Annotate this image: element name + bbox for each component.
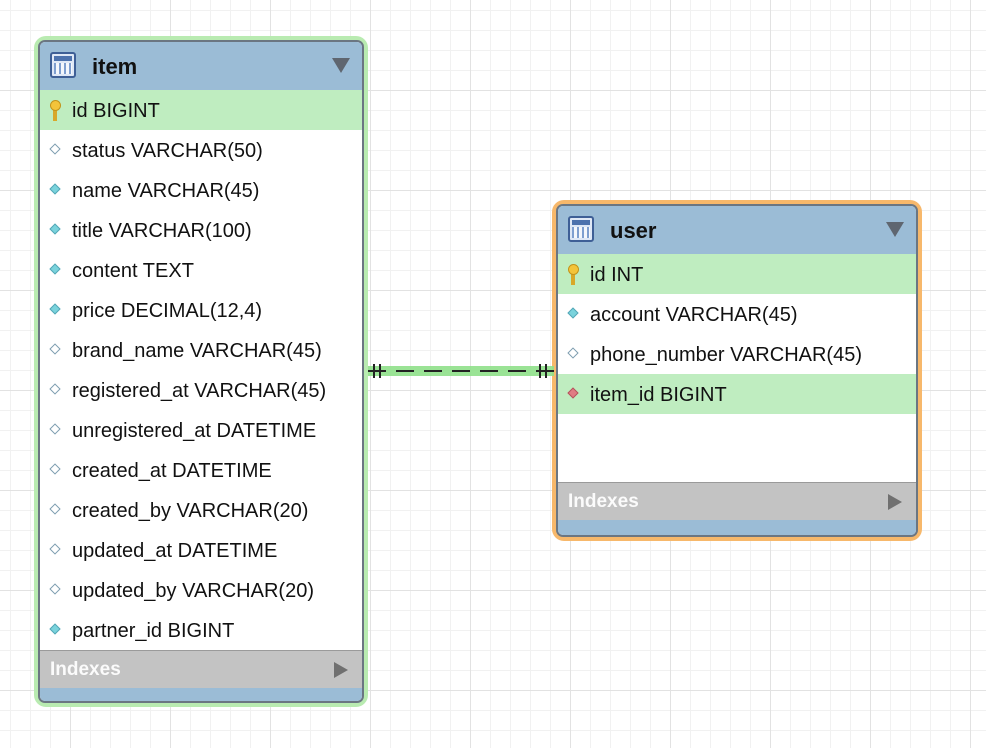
column-row[interactable]: id BIGINT	[40, 90, 362, 130]
column-label: content TEXT	[72, 260, 194, 282]
column-row[interactable]: status VARCHAR(50)	[40, 130, 362, 170]
indexes-section[interactable]: Indexes	[558, 482, 916, 522]
key-icon	[568, 264, 579, 285]
column-row[interactable]: name VARCHAR(45)	[40, 170, 362, 210]
column-list: id INT account VARCHAR(45) phone_number VA…	[558, 254, 916, 414]
table-footer	[558, 520, 916, 535]
column-row[interactable]: account VARCHAR(45)	[558, 294, 916, 334]
column-row[interactable]: updated_by VARCHAR(20)	[40, 570, 362, 610]
column-row[interactable]: content TEXT	[40, 250, 362, 290]
indexes-label: Indexes	[50, 659, 121, 680]
column-label: item_id BIGINT	[590, 384, 727, 406]
column-label: id INT	[590, 264, 644, 286]
column-label: partner_id BIGINT	[72, 620, 235, 642]
column-row[interactable]: partner_id BIGINT	[40, 610, 362, 650]
collapse-triangle-icon[interactable]	[886, 222, 904, 237]
table-header[interactable]: user	[558, 206, 916, 254]
column-label: created_at DATETIME	[72, 460, 272, 482]
column-label: created_by VARCHAR(20)	[72, 500, 309, 522]
column-row[interactable]: unregistered_at DATETIME	[40, 410, 362, 450]
expand-triangle-icon[interactable]	[888, 494, 902, 510]
column-row[interactable]: brand_name VARCHAR(45)	[40, 330, 362, 370]
indexes-section[interactable]: Indexes	[40, 650, 362, 690]
column-label: name VARCHAR(45)	[72, 180, 260, 202]
column-label: brand_name VARCHAR(45)	[72, 340, 322, 362]
key-icon	[50, 100, 61, 121]
column-label: price DECIMAL(12,4)	[72, 300, 263, 322]
table-icon	[568, 216, 594, 242]
column-label: updated_at DATETIME	[72, 540, 278, 562]
table-footer	[40, 688, 362, 701]
collapse-triangle-icon[interactable]	[332, 58, 350, 73]
column-label: updated_by VARCHAR(20)	[72, 580, 314, 602]
column-row[interactable]: phone_number VARCHAR(45)	[558, 334, 916, 374]
indexes-label: Indexes	[568, 491, 639, 512]
expand-triangle-icon[interactable]	[334, 662, 348, 678]
column-label: status VARCHAR(50)	[72, 140, 263, 162]
table-title: item	[92, 54, 138, 79]
column-row[interactable]: id INT	[558, 254, 916, 294]
column-label: phone_number VARCHAR(45)	[590, 344, 862, 366]
column-row[interactable]: updated_at DATETIME	[40, 530, 362, 570]
table-title: user	[610, 218, 657, 243]
column-row[interactable]: item_id BIGINT	[558, 374, 916, 414]
column-row[interactable]: created_by VARCHAR(20)	[40, 490, 362, 530]
column-label: id BIGINT	[72, 100, 160, 122]
table-user[interactable]: user id INT account VARCHAR(45) phone_numb…	[552, 200, 922, 541]
column-label: registered_at VARCHAR(45)	[72, 380, 327, 402]
column-row[interactable]: registered_at VARCHAR(45)	[40, 370, 362, 410]
column-row[interactable]: created_at DATETIME	[40, 450, 362, 490]
column-row[interactable]: title VARCHAR(100)	[40, 210, 362, 250]
column-list: id BIGINT status VARCHAR(50) name VARCHAR(…	[40, 90, 362, 650]
table-icon	[50, 52, 76, 78]
column-label: title VARCHAR(100)	[72, 220, 252, 242]
column-row[interactable]: price DECIMAL(12,4)	[40, 290, 362, 330]
table-item[interactable]: item id BIGINT status VARCHAR(50) name VAR…	[34, 36, 368, 707]
column-label: account VARCHAR(45)	[590, 304, 798, 326]
table-header[interactable]: item	[40, 42, 362, 90]
column-label: unregistered_at DATETIME	[72, 420, 317, 442]
